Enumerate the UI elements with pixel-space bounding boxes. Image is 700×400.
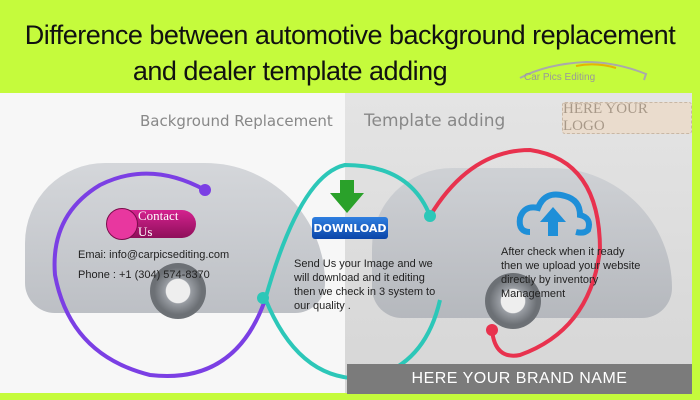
brand-name-placeholder: HERE YOUR BRAND NAME [347, 364, 692, 394]
title-line-1: Difference between automotive background… [24, 20, 676, 50]
logo-placeholder: HERE YOUR LOGO [562, 101, 692, 134]
download-arrow-icon [330, 180, 364, 213]
contact-email: Emai: info@carpicsediting.com [78, 249, 230, 261]
car-silhouette-icon [519, 60, 648, 81]
text-line: then we upload your website [501, 260, 641, 272]
company-logo: Car Pics Editing [516, 58, 656, 92]
text-line: directly by inventory [501, 274, 599, 286]
contact-phone: Phone : +1 (304) 574-8370 [78, 269, 210, 281]
text-line: Management [501, 288, 566, 300]
car-wheel [150, 263, 206, 319]
car-wheel [485, 273, 541, 329]
cloud-upload-icon [516, 191, 592, 236]
text-line: then we check in 3 system to [294, 286, 436, 298]
text-line: will download and it editing [294, 272, 425, 284]
upload-description: After check when it ready then we upload… [501, 245, 640, 301]
text-line: After check when it ready [501, 246, 625, 258]
text-line: our quality . [294, 300, 351, 312]
download-description: Send Us your Image and we will download … [294, 257, 435, 313]
teal-dot [424, 210, 436, 222]
purple-dot [199, 184, 211, 196]
text-line: Send Us your Image and we [294, 258, 433, 270]
contact-image-icon [106, 208, 138, 240]
red-curve [428, 147, 603, 358]
red-dot [486, 324, 498, 336]
download-button[interactable]: DOWNLOAD [312, 217, 388, 239]
purple-curve [52, 171, 267, 378]
comparison-area [0, 93, 692, 393]
label-background-replacement: Background Replacement [140, 112, 333, 130]
teal-dot [257, 292, 269, 304]
logo-text: Car Pics Editing [524, 72, 596, 83]
label-template-adding: Template adding [364, 111, 506, 131]
title-line-2: and dealer template adding [132, 56, 448, 86]
